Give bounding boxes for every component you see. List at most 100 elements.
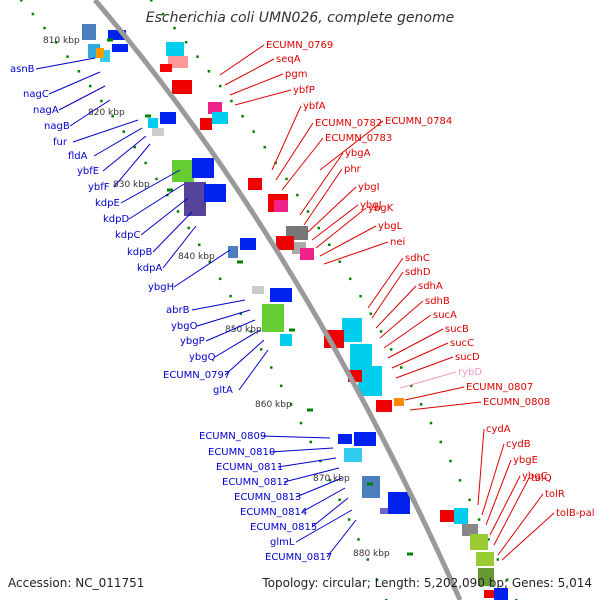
gene-label[interactable]: nagB — [44, 121, 70, 132]
gene-label[interactable]: ECUMN_0811 — [216, 462, 283, 473]
gene-label[interactable]: ECUMN_0807 — [466, 382, 533, 393]
gene-leader-line — [303, 168, 343, 226]
genome-summary-text: Topology: circular; Length: 5,202,090 bp… — [262, 576, 592, 590]
gene-leader-line — [260, 435, 331, 439]
gene-label[interactable]: rybD — [458, 367, 482, 378]
track-dot — [161, 12, 165, 16]
track-dot — [309, 440, 313, 444]
gene-label[interactable]: ECUMN_0815 — [250, 522, 317, 533]
track-dot — [468, 498, 471, 502]
gene-label[interactable]: ECUMN_0784 — [385, 116, 452, 127]
gene-leader-line — [391, 342, 449, 369]
scale-label: 820 kbp — [88, 108, 125, 118]
gene-label[interactable]: sdhC — [405, 253, 430, 264]
gene-leader-line — [319, 120, 384, 171]
gene-label[interactable]: ybgP — [180, 336, 205, 347]
gene-label[interactable]: kdpA — [137, 263, 162, 274]
gene-label[interactable]: ybgK — [368, 203, 394, 214]
gene-block — [212, 112, 228, 124]
gene-label[interactable]: ybgQ — [189, 352, 216, 363]
track-dot — [229, 294, 232, 298]
gene-label[interactable]: ybgI — [358, 182, 380, 193]
gene-leader-line — [485, 459, 512, 526]
gene-block — [160, 112, 176, 124]
gene-label[interactable]: seqA — [276, 54, 301, 65]
gene-label[interactable]: nagA — [33, 105, 59, 116]
gene-leader-line — [234, 89, 292, 106]
gene-label[interactable]: sucB — [445, 324, 469, 335]
gene-label[interactable]: nei — [390, 237, 405, 248]
track-dot — [338, 498, 341, 502]
gene-label[interactable]: asnB — [10, 64, 35, 75]
gene-leader-line — [319, 225, 377, 257]
gene-label[interactable]: cydB — [506, 439, 531, 450]
gene-label[interactable]: fur — [53, 137, 68, 148]
track-dot — [296, 193, 299, 197]
genome-backbone — [93, 0, 463, 600]
gene-label[interactable]: glmL — [270, 537, 295, 548]
gene-label[interactable]: ybfE — [77, 166, 99, 177]
gene-label[interactable]: tolQ — [531, 473, 552, 484]
gene-label[interactable]: kdpD — [103, 214, 129, 225]
gene-label[interactable]: sucA — [433, 310, 457, 321]
gene-label[interactable]: kdpC — [115, 230, 140, 241]
gene-label[interactable]: ECUMN_0809 — [199, 431, 266, 442]
gene-label[interactable]: kdpB — [127, 247, 152, 258]
gene-label[interactable]: ECUMN_0808 — [483, 397, 550, 408]
gene-label[interactable]: ybfA — [303, 101, 326, 112]
gene-label[interactable]: ybgJ — [360, 200, 382, 211]
scale-label: 810 kbp — [43, 36, 80, 46]
gene-label[interactable]: ybfP — [293, 85, 315, 96]
track-dot — [230, 99, 233, 103]
gene-leader-line — [367, 257, 404, 309]
gene-leader-line — [35, 57, 96, 70]
gene-label[interactable]: ybgA — [345, 148, 371, 159]
track-dot — [409, 384, 413, 388]
gene-label[interactable]: phr — [344, 164, 362, 175]
gene-block — [184, 182, 206, 216]
gene-label[interactable]: ECUMN_0813 — [234, 492, 301, 503]
gene-leader-line — [120, 169, 181, 204]
gene-label[interactable]: pgm — [285, 69, 307, 80]
gene-label[interactable]: ybgL — [378, 221, 403, 232]
gene-label[interactable]: ybgO — [171, 321, 198, 332]
gene-label[interactable]: ECUMN_0783 — [325, 133, 392, 144]
gene-block — [274, 200, 288, 212]
gene-block — [484, 590, 494, 598]
scale-tick — [145, 114, 151, 118]
gene-label[interactable]: nagC — [23, 89, 49, 100]
gene-label[interactable]: tolR — [545, 489, 565, 500]
track-dot — [487, 538, 490, 541]
gene-label[interactable]: ybgE — [513, 455, 538, 466]
gene-label[interactable]: ECUMN_0782 — [315, 118, 382, 129]
gene-label[interactable]: kdpE — [95, 198, 120, 209]
gene-label[interactable]: abrB — [166, 305, 190, 316]
gene-label[interactable]: ybfF — [88, 182, 110, 193]
gene-leader-line — [399, 371, 457, 389]
gene-label[interactable]: ECUMN_0769 — [266, 40, 333, 51]
gene-leader-line — [315, 207, 367, 249]
gene-label[interactable]: ECUMN_0810 — [208, 447, 275, 458]
gene-label[interactable]: gltA — [213, 385, 233, 396]
track-dot — [241, 114, 244, 118]
gene-label[interactable]: sdhA — [418, 281, 443, 292]
gene-label[interactable]: ECUMN_0814 — [240, 507, 307, 518]
gene-label[interactable]: sdhB — [425, 296, 450, 307]
gene-label[interactable]: tolB-pal — [556, 508, 595, 519]
gene-label[interactable]: sdhD — [405, 267, 431, 278]
track-dot — [379, 330, 383, 333]
track-dot — [289, 403, 293, 406]
track-dot — [357, 538, 360, 541]
gene-label[interactable]: cydA — [486, 424, 511, 435]
gene-label[interactable]: ybgH — [148, 282, 174, 293]
gene-label[interactable]: fldA — [68, 151, 88, 162]
gene-label[interactable]: ECUMN_0797 — [163, 370, 230, 381]
gene-label[interactable]: ECUMN_0812 — [222, 477, 289, 488]
gene-label[interactable]: ECUMN_0817 — [265, 552, 332, 563]
gene-label[interactable]: ybgC — [522, 471, 548, 482]
gene-label[interactable]: sucC — [450, 338, 474, 349]
scale-label: 830 kbp — [113, 180, 150, 190]
track-dot — [317, 226, 320, 230]
gene-label[interactable]: sucD — [455, 352, 480, 363]
track-dot — [207, 70, 211, 73]
